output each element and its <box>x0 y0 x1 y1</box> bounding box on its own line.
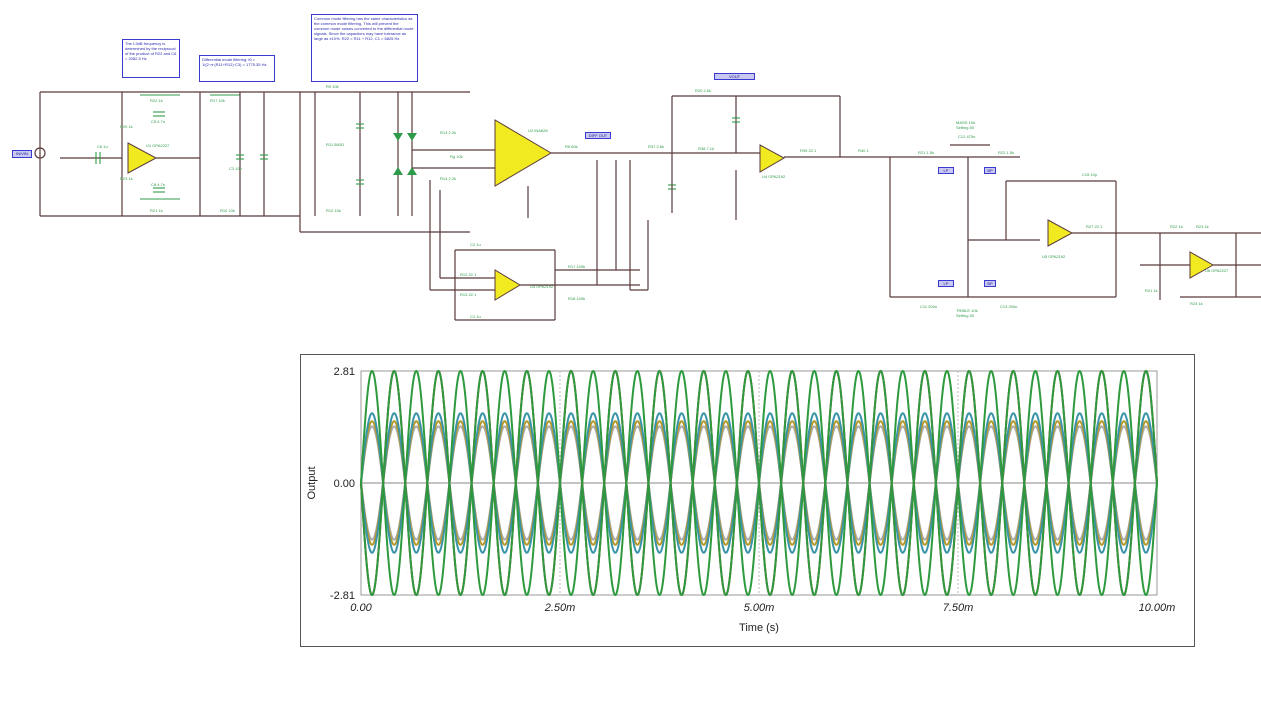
y-tick-label: -2.81 <box>330 590 355 602</box>
feedback-stage: U3 OPA2192 C2 1u C1 1u R12 22.1 R13 22.1… <box>429 160 649 321</box>
svg-text:R17 10k: R17 10k <box>210 98 225 103</box>
note-diff-filter: Differential mode filtering: f0 = 1/(2·π… <box>199 55 275 82</box>
svg-text:R20 2.6k: R20 2.6k <box>695 88 711 93</box>
instrumentation-amp: U2 INA828 R5 60k <box>494 119 620 218</box>
svg-text:C3 10n: C3 10n <box>229 166 242 171</box>
x-tick-label: 10.00m <box>1139 602 1176 614</box>
output-stage: U6 OPA2227 R22 1k R23 1k R21 1k R24 1k <box>1140 224 1261 306</box>
svg-text:C5 4.7n: C5 4.7n <box>151 119 165 124</box>
svg-text:C6 1u: C6 1u <box>97 144 108 149</box>
svg-text:R38 7.1k: R38 7.1k <box>698 146 714 151</box>
opamp-feedback-symbol <box>494 269 521 301</box>
svg-text:R13 22.1: R13 22.1 <box>460 292 477 297</box>
svg-text:Setting 50: Setting 50 <box>956 125 975 130</box>
svg-text:R24 1k: R24 1k <box>1190 301 1203 306</box>
svg-text:U1 OPA2227: U1 OPA2227 <box>146 143 170 148</box>
svg-text:R39 22.1: R39 22.1 <box>800 148 817 153</box>
x-tick-label: 5.00m <box>744 602 775 614</box>
y-tick-label: 2.81 <box>334 366 355 378</box>
svg-text:C11 200n: C11 200n <box>920 304 937 309</box>
x-tick-label: 7.50m <box>943 602 974 614</box>
svg-text:R12 22.1: R12 22.1 <box>460 272 477 277</box>
svg-text:C1 1u: C1 1u <box>470 314 481 319</box>
svg-text:C8 4.7n: C8 4.7n <box>151 182 165 187</box>
x-tick-label: 0.00 <box>350 602 372 614</box>
note-common-mode: Common mode filtering has the same chara… <box>311 14 418 82</box>
svg-text:R13 2.2k: R13 2.2k <box>440 130 456 135</box>
svg-text:TRIBLE 10k: TRIBLE 10k <box>956 308 978 313</box>
tag-out1: VOUT <box>714 73 755 80</box>
x-axis-title: Time (s) <box>739 622 779 634</box>
lowpass-stage: R20 2.6k R37 2.6k R38 7.1k U4 OPA2192 R3… <box>620 88 890 220</box>
svg-text:R18 100k: R18 100k <box>568 296 585 301</box>
y-axis-title: Output <box>306 466 318 499</box>
opamp-notch-symbol <box>1047 219 1074 247</box>
svg-text:R10 10k: R10 10k <box>220 208 235 213</box>
opamp-lowpass-symbol <box>759 144 786 173</box>
svg-text:R22 1.5k: R22 1.5k <box>998 150 1014 155</box>
svg-text:R11 560Ω: R11 560Ω <box>326 142 344 147</box>
opamp-input-buffer-symbol <box>127 142 158 174</box>
svg-text:C12 470n: C12 470n <box>958 134 975 139</box>
svg-text:U4 OPA2192: U4 OPA2192 <box>762 174 786 179</box>
circuit-schematic: C6 1u U1 OPA2227 R22 1k R21 1k C5 4.7n C… <box>34 84 1261 321</box>
svg-text:R23 1k: R23 1k <box>120 176 133 181</box>
tag-lp2: LP <box>938 280 954 287</box>
tag-input: IN/VIN <box>12 150 32 158</box>
svg-text:R12 10k: R12 10k <box>326 208 341 213</box>
tag-lp1: LP <box>938 167 954 174</box>
svg-text:R22 1k: R22 1k <box>150 98 163 103</box>
svg-text:R21 1k: R21 1k <box>150 208 163 213</box>
svg-text:MASD 10k: MASD 10k <box>956 120 975 125</box>
svg-text:U6 OPA2227: U6 OPA2227 <box>1205 268 1229 273</box>
svg-text:R40 1: R40 1 <box>858 148 869 153</box>
svg-text:R9 10k: R9 10k <box>326 84 339 89</box>
svg-text:R21 1k: R21 1k <box>1145 288 1158 293</box>
svg-text:R5 60k: R5 60k <box>565 144 578 149</box>
svg-text:C15 10p: C15 10p <box>1082 172 1098 177</box>
svg-text:R21 1.5k: R21 1.5k <box>918 150 934 155</box>
svg-text:R20 1k: R20 1k <box>120 124 133 129</box>
svg-text:C2 1u: C2 1u <box>470 242 481 247</box>
series-line-2 <box>360 369 1158 597</box>
tag-bp2: BP <box>984 280 996 287</box>
svg-text:Rg 10k: Rg 10k <box>450 154 463 159</box>
opamp-instrumentation-symbol <box>494 119 552 187</box>
notch-stage: MASD 10k Setting 50 C12 470n R21 1.5k R2… <box>889 120 1180 318</box>
x-tick-label: 2.50m <box>544 602 576 614</box>
input-stage: C6 1u U1 OPA2227 R22 1k R21 1k C5 4.7n C… <box>34 91 300 217</box>
svg-text:C13 200n: C13 200n <box>1000 304 1017 309</box>
svg-text:R23 1k: R23 1k <box>1196 224 1209 229</box>
svg-text:R37 2.6k: R37 2.6k <box>648 144 664 149</box>
tag-diff: DIFF OUT <box>585 132 611 139</box>
svg-text:R27 22.1: R27 22.1 <box>1086 224 1103 229</box>
tag-bp1: BP <box>984 167 996 174</box>
svg-text:R14 2.2k: R14 2.2k <box>440 176 456 181</box>
svg-text:Setting 50: Setting 50 <box>956 313 975 318</box>
svg-text:U2 INA828: U2 INA828 <box>528 128 548 133</box>
svg-text:R17 100k: R17 100k <box>568 264 585 269</box>
svg-text:U3 OPA2192: U3 OPA2192 <box>530 284 554 289</box>
y-tick-label: 0.00 <box>334 478 355 490</box>
opamp-output-symbol <box>1189 251 1215 279</box>
svg-text:U5 OPA2192: U5 OPA2192 <box>1042 254 1066 259</box>
note-cutoff: The f-3dB frequency is determined by the… <box>122 39 180 78</box>
svg-text:R22 1k: R22 1k <box>1170 224 1183 229</box>
series-group <box>360 369 1158 597</box>
differential-filter: R17 10k C3 10n R10 10k R9 10k R11 560Ω R… <box>210 84 495 233</box>
